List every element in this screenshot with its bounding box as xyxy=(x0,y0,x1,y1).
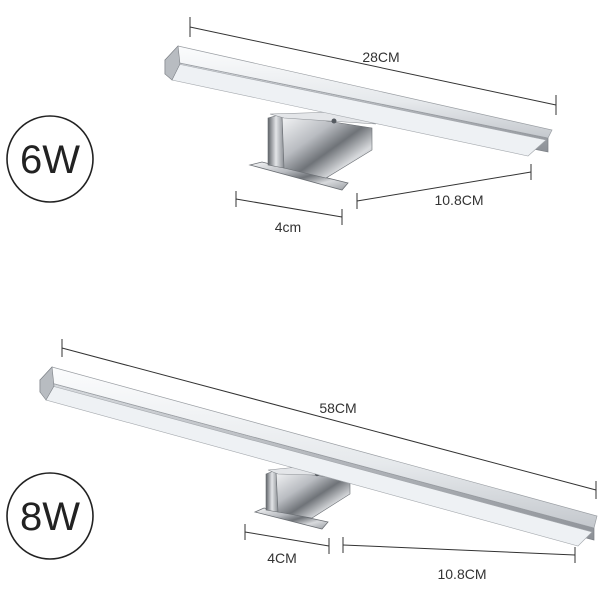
mount-plate xyxy=(248,161,349,191)
mount-screw xyxy=(331,118,337,124)
mount-plate xyxy=(253,507,329,530)
dimension-length-6w: 28CM xyxy=(189,17,557,115)
light-bar-endcap xyxy=(39,366,55,401)
dimension-depth-6w: 10.8CM xyxy=(356,164,532,209)
wattage-label-8w: 8W xyxy=(20,495,80,539)
wattage-label-6w: 6W xyxy=(20,138,80,182)
product-6w: 6W 28CM 4cm xyxy=(6,17,557,235)
dimension-length-8w: 58CM xyxy=(61,339,597,499)
mount-bracket-front xyxy=(267,113,285,169)
light-bar-endcap xyxy=(164,45,181,81)
dimension-base-6w: 4cm xyxy=(235,191,343,235)
mount-bracket-top xyxy=(269,111,377,125)
dimension-length-label-8w: 58CM xyxy=(319,400,356,416)
dimension-depth-label-8w: 10.8CM xyxy=(437,566,486,582)
mount-bracket-side xyxy=(281,113,373,179)
dimension-depth-8w: 10.8CM xyxy=(342,537,576,582)
lamp-6w xyxy=(164,45,553,191)
dimension-base-label-6w: 4cm xyxy=(275,219,301,235)
dimension-base-label-8w: 4CM xyxy=(267,550,297,566)
product-8w: 8W 58CM 4CM xyxy=(6,339,598,582)
dimension-length-label-6w: 28CM xyxy=(362,49,399,65)
wattage-badge-6w: 6W xyxy=(6,115,94,203)
dimension-base-8w: 4CM xyxy=(244,524,330,566)
lamp-8w xyxy=(39,366,598,547)
wattage-badge-8w: 8W xyxy=(6,472,94,560)
dimension-depth-label-6w: 10.8CM xyxy=(434,192,483,208)
